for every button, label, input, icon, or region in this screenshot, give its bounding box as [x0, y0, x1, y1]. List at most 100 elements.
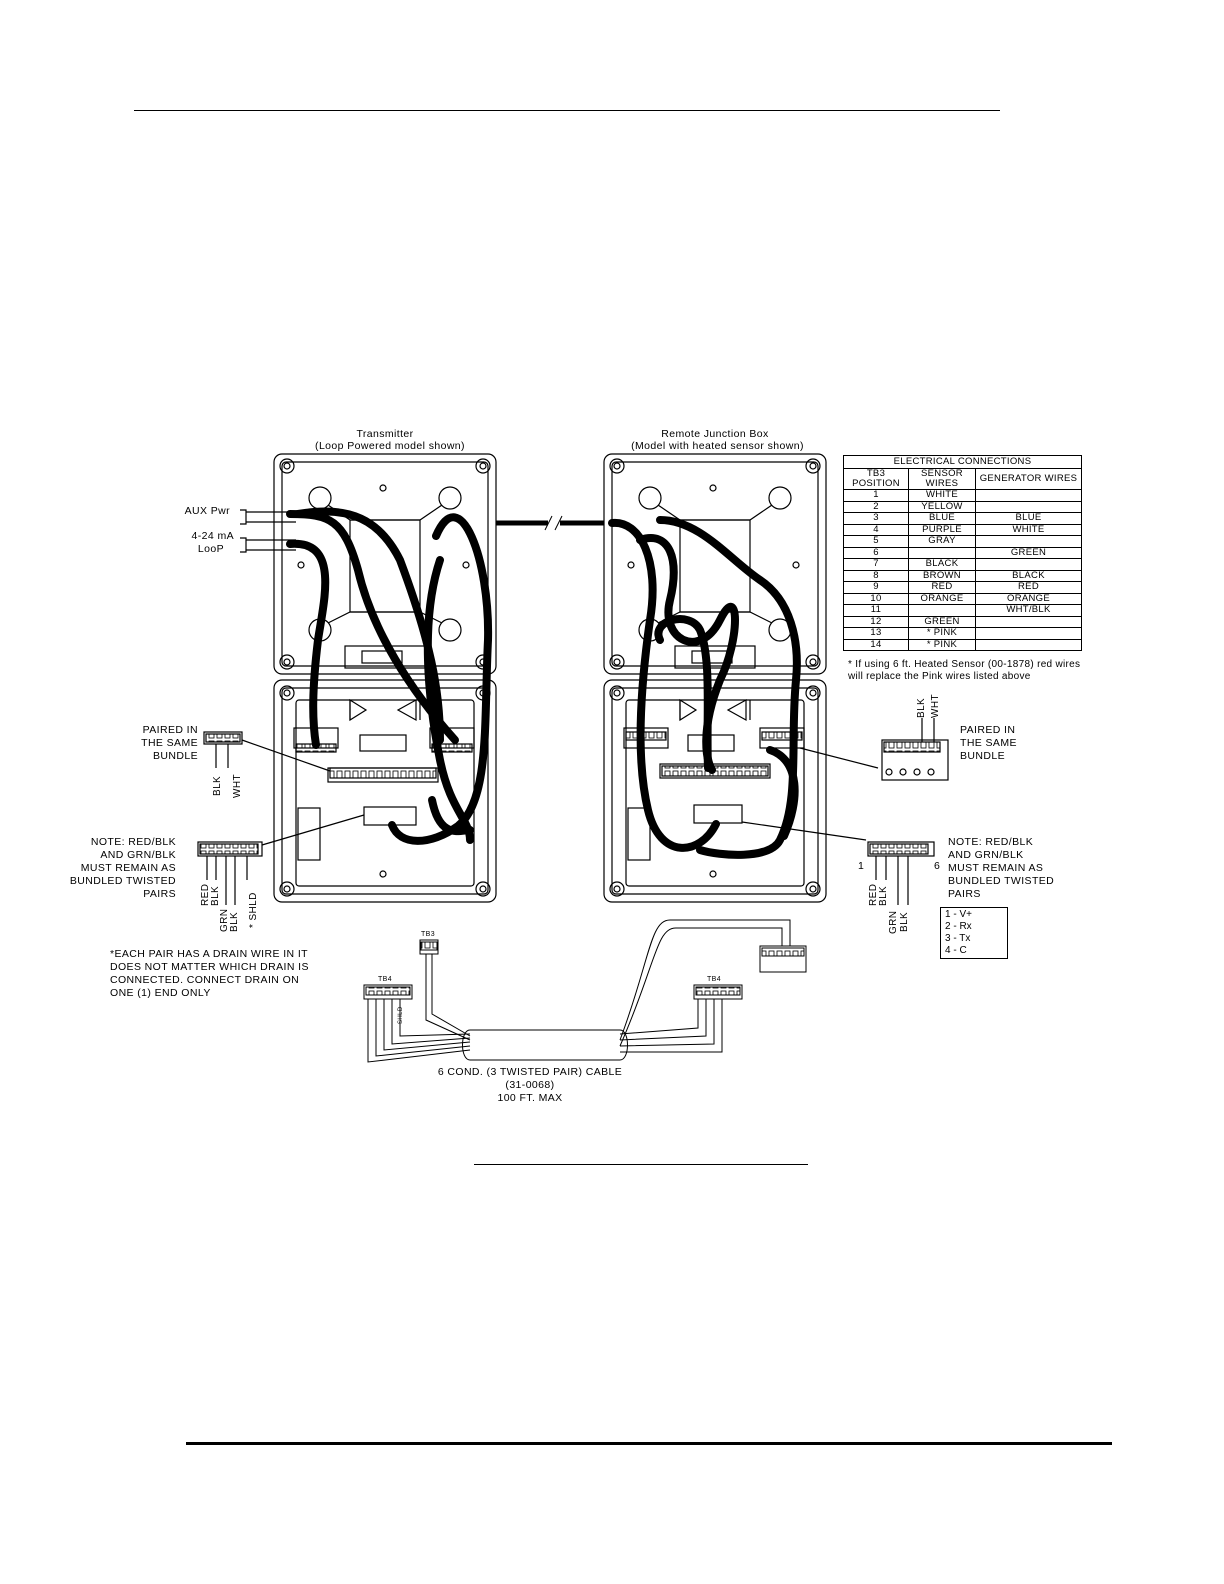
right-note-connector	[867, 841, 935, 905]
cell-position: 7	[843, 558, 909, 571]
header-tb3-position: TB3 POSITION	[843, 468, 909, 490]
cell-position: 9	[843, 581, 909, 594]
cell-sensor-wire: YELLOW	[908, 500, 976, 513]
cell-generator-wire	[975, 500, 1082, 513]
transmitter-enclosure	[240, 453, 497, 903]
cell-sensor-wire: * PINK	[908, 627, 976, 640]
loop-label-line1: 4-24 mA	[191, 530, 234, 542]
left-shld-label: * SHLD	[248, 892, 259, 928]
cell-generator-wire: WHT/BLK	[975, 604, 1082, 617]
right-grn-label: GRN	[888, 910, 899, 934]
cell-generator-wire	[975, 558, 1082, 571]
junction-box-subtitle: (Model with heated sensor shown)	[631, 440, 804, 452]
cell-generator-wire: GREEN	[975, 546, 1082, 559]
right-blk-label: BLK	[916, 697, 927, 718]
table-row: 11 WHT/BLK	[843, 604, 1082, 617]
cell-position: 3	[843, 512, 909, 525]
drain-note: *EACH PAIR HAS A DRAIN WIRE IN IT DOES N…	[110, 948, 309, 999]
left-note-connector	[197, 841, 263, 905]
right-note-label: NOTE: RED/BLK AND GRN/BLK MUST REMAIN AS…	[948, 836, 1055, 900]
left-note-label: NOTE: RED/BLK AND GRN/BLK MUST REMAIN AS…	[69, 836, 176, 900]
cell-sensor-wire: BLUE	[908, 512, 976, 525]
cell-generator-wire: ORANGE	[975, 592, 1082, 605]
cable-tb4-left-label: TB4	[378, 976, 393, 983]
right-paired-label: PAIRED IN THE SAME BUNDLE	[960, 724, 1017, 762]
cell-generator-wire: RED	[975, 581, 1082, 594]
cell-position: 10	[843, 592, 909, 605]
transmitter-subtitle: (Loop Powered model shown)	[315, 440, 465, 452]
cable-assembly	[363, 919, 807, 1063]
cell-sensor-wire: BROWN	[908, 569, 976, 582]
cell-sensor-wire: GREEN	[908, 615, 976, 628]
cell-generator-wire: BLACK	[975, 569, 1082, 582]
cell-sensor-wire: PURPLE	[908, 523, 976, 536]
header-generator-wires: GENERATOR WIRES	[975, 468, 1082, 490]
left-blk-label: BLK	[212, 775, 223, 796]
cell-position: 6	[843, 546, 909, 559]
left-wht-label: WHT	[232, 774, 243, 798]
table-title: ELECTRICAL CONNECTIONS	[843, 455, 1082, 469]
cell-sensor-wire	[908, 546, 976, 559]
junction-box-title: Remote Junction Box	[661, 428, 769, 440]
cell-position: 14	[843, 638, 909, 651]
aux-pwr-label: AUX Pwr	[184, 505, 230, 517]
left-paired-connector	[203, 731, 243, 768]
right-blk2-label: BLK	[878, 885, 889, 906]
cell-generator-wire	[975, 535, 1082, 548]
cell-generator-wire: WHITE	[975, 523, 1082, 536]
cell-generator-wire: BLUE	[975, 512, 1082, 525]
cell-generator-wire	[975, 615, 1082, 628]
cell-position: 8	[843, 569, 909, 582]
right-pin1-label: 1	[858, 860, 865, 872]
cable-caption-line1: 6 COND. (3 TWISTED PAIR) CABLE	[437, 1066, 623, 1078]
cell-sensor-wire: BLACK	[908, 558, 976, 571]
cell-position: 12	[843, 615, 909, 628]
cell-sensor-wire: RED	[908, 581, 976, 594]
cable-caption-line3: 100 FT. MAX	[497, 1092, 563, 1104]
legend-item: 4 - C	[945, 945, 967, 956]
left-blk2-label: BLK	[210, 885, 221, 906]
left-paired-label: PAIRED IN THE SAME BUNDLE	[141, 724, 198, 762]
legend-item: 2 - Rx	[945, 921, 972, 932]
top-rule	[134, 110, 1000, 111]
cell-sensor-wire: * PINK	[908, 638, 976, 651]
table-row: 6 GREEN	[843, 546, 1082, 559]
cell-position: 5	[843, 535, 909, 548]
legend-item: 1 - V+	[945, 909, 972, 920]
table-row: 13* PINK	[843, 627, 1082, 640]
right-paired-connector	[881, 718, 949, 781]
electrical-connections-table: ELECTRICAL CONNECTIONS TB3 POSITION SENS…	[843, 455, 1082, 651]
cell-sensor-wire: WHITE	[908, 489, 976, 502]
pin-legend: 1 - V+ 2 - Rx 3 - Tx 4 - C	[940, 907, 1008, 959]
transmitter-title: Transmitter	[356, 428, 414, 440]
cable-shld-label: SHLD	[398, 1006, 404, 1024]
bottom-rule	[186, 1442, 1112, 1445]
cell-sensor-wire: ORANGE	[908, 592, 976, 605]
legend-item: 3 - Tx	[945, 933, 971, 944]
junction-box-enclosure	[603, 453, 879, 903]
left-blk3-label: BLK	[229, 911, 240, 932]
cell-generator-wire	[975, 489, 1082, 502]
loop-label-line2: LooP	[197, 543, 224, 555]
right-blk3-label: BLK	[899, 911, 910, 932]
cell-position: 11	[843, 604, 909, 617]
right-wht-label: WHT	[930, 694, 941, 718]
cell-position: 13	[843, 627, 909, 640]
cell-sensor-wire: GRAY	[908, 535, 976, 548]
caption-rule	[474, 1164, 808, 1165]
cable-caption-line2: (31-0068)	[505, 1079, 555, 1091]
cable-tb4-right-label: TB4	[707, 976, 722, 983]
table-footnote: * If using 6 ft. Heated Sensor (00-1878)…	[848, 659, 1081, 682]
cell-position: 2	[843, 500, 909, 513]
header-sensor-wires: SENSOR WIRES	[908, 468, 976, 490]
right-pin6-label: 6	[934, 860, 941, 872]
